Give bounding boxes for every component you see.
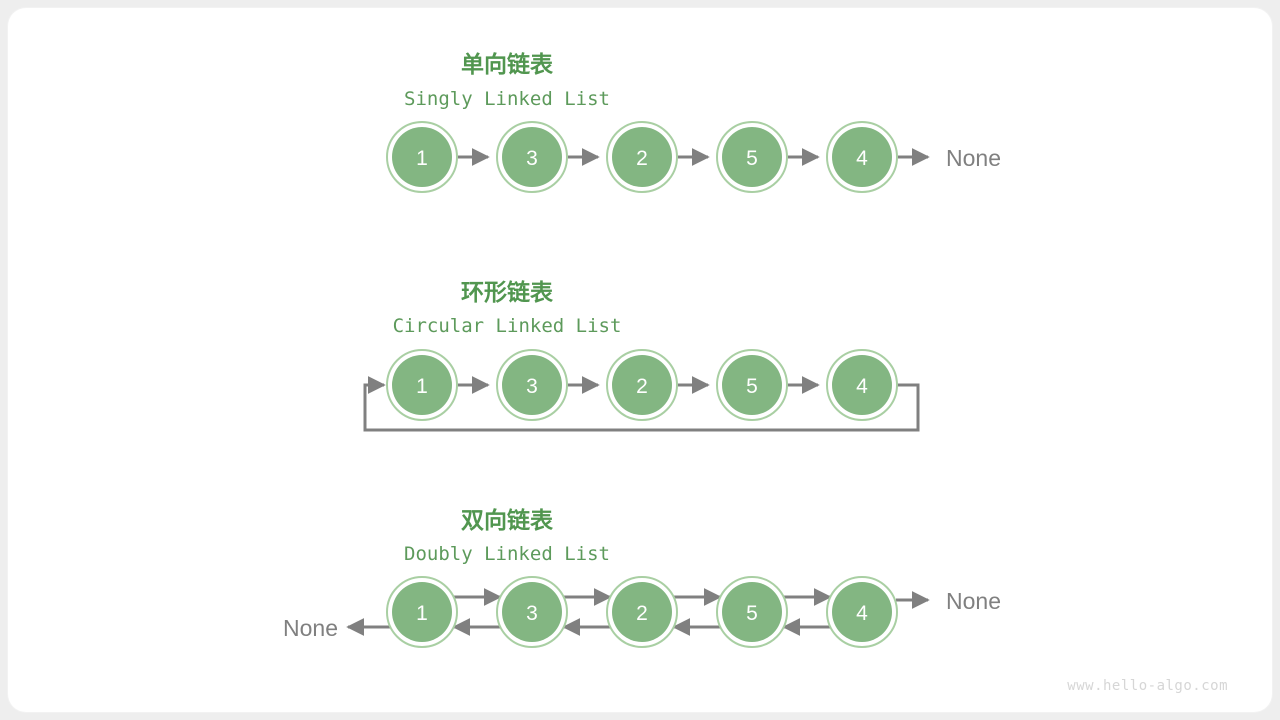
section-title-en: Doubly Linked List <box>404 543 610 565</box>
list-node: 4 <box>826 576 898 648</box>
node-value: 3 <box>526 375 538 398</box>
list-node: 1 <box>386 576 458 648</box>
tail-terminator-label: None <box>946 145 1001 171</box>
node-value: 3 <box>526 602 538 625</box>
list-node: 5 <box>716 349 788 421</box>
watermark: www.hello-algo.com <box>1067 678 1228 694</box>
section-title-en: Singly Linked List <box>404 88 610 110</box>
section-circular: 环形链表 Circular Linked List 1 3 2 <box>363 279 920 432</box>
list-node: 3 <box>496 349 568 421</box>
section-doubly: 双向链表 Doubly Linked List None 1 <box>283 507 1001 648</box>
list-node: 2 <box>606 121 678 193</box>
node-value: 2 <box>636 147 648 170</box>
node-value: 2 <box>636 375 648 398</box>
node-value: 4 <box>856 375 868 398</box>
section-title-cn: 双向链表 <box>461 507 554 533</box>
node-value: 5 <box>746 602 758 625</box>
tail-terminator-label: None <box>946 588 1001 614</box>
list-node: 2 <box>606 349 678 421</box>
section-singly: 单向链表 Singly Linked List 1 3 2 <box>386 51 1001 193</box>
node-value: 5 <box>746 375 758 398</box>
node-value: 1 <box>416 602 428 625</box>
node-value: 4 <box>856 602 868 625</box>
section-title-en: Circular Linked List <box>393 315 622 337</box>
section-title-cn: 环形链表 <box>461 279 554 305</box>
head-terminator-label: None <box>283 615 338 641</box>
list-node: 5 <box>716 121 788 193</box>
node-value: 1 <box>416 375 428 398</box>
list-node: 2 <box>606 576 678 648</box>
node-value: 4 <box>856 147 868 170</box>
list-node: 5 <box>716 576 788 648</box>
node-value: 3 <box>526 147 538 170</box>
node-value: 1 <box>416 147 428 170</box>
list-node: 1 <box>386 349 458 421</box>
section-title-cn: 单向链表 <box>461 51 554 77</box>
list-node: 1 <box>386 121 458 193</box>
list-node: 3 <box>496 576 568 648</box>
node-value: 5 <box>746 147 758 170</box>
circular-loopback-path <box>363 376 920 432</box>
list-node: 3 <box>496 121 568 193</box>
node-value: 2 <box>636 602 648 625</box>
list-node: 4 <box>826 121 898 193</box>
list-node: 4 <box>826 349 898 421</box>
